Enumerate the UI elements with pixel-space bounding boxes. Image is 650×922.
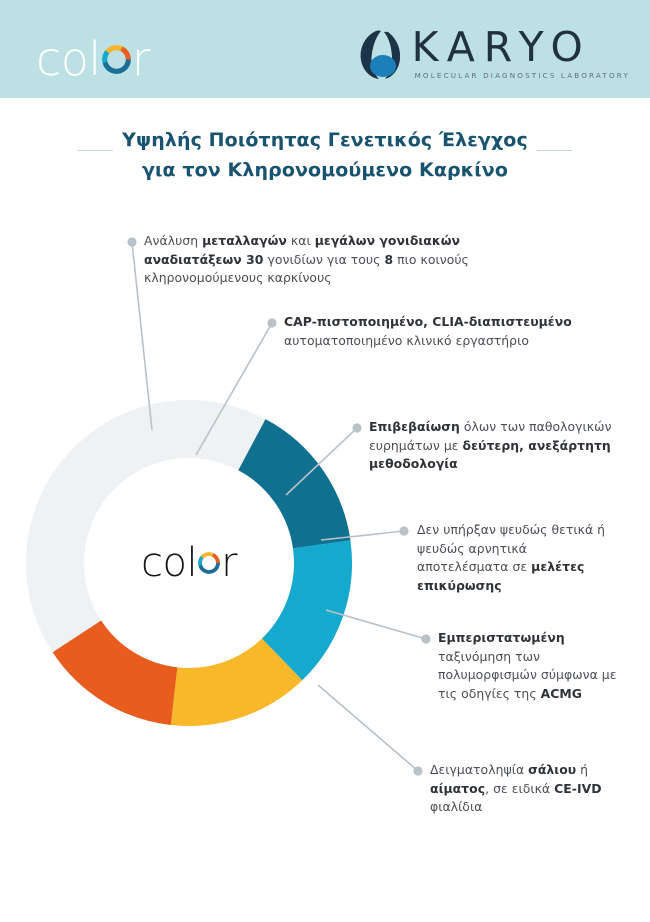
callout-no-false-results: Δεν υπήρξαν ψευδώς θετικά ή ψευδώς αρνητ… <box>417 522 606 593</box>
connector-dot-6 <box>413 766 423 776</box>
connector-dot-4 <box>399 526 409 536</box>
donut-segment-yellow <box>170 637 303 726</box>
karyo-text: KARYO MOLECULAR DIAGNOSTICS LABORATORY <box>411 23 630 81</box>
color-ring-o-icon <box>101 44 131 74</box>
page-title: Υψηλής Ποιότητας Γενετικός Έλεγχος για τ… <box>0 126 650 184</box>
color-wordmark-suffix: r <box>131 32 151 86</box>
connector-dot-5 <box>421 634 431 644</box>
connector-dot-1 <box>127 237 137 247</box>
donut-segment-orange <box>52 619 179 725</box>
karyo-wordmark: KARYO <box>411 23 592 71</box>
karyo-logo: KARYO MOLECULAR DIAGNOSTICS LABORATORY <box>358 27 630 81</box>
connector-dot-2 <box>267 318 277 328</box>
callout-sampling: Δειγματοληψία σάλιου ή αίματος, σε ειδικ… <box>430 762 602 815</box>
donut-segment-dark-teal <box>237 419 351 550</box>
callout-mutation-analysis: Ανάλυση μεταλλαγών και μεγάλων γονιδιακώ… <box>144 233 469 286</box>
karyo-cell-icon <box>360 30 400 80</box>
page-title-line-2: για τον Κληρονομούμενο Καρκίνο <box>133 156 517 184</box>
page-title-line-1: Υψηλής Ποιότητας Γενετικός Έλεγχος <box>113 126 537 154</box>
donut-chart-svg <box>26 400 352 726</box>
color-wordmark-prefix: col <box>36 32 101 86</box>
karyo-tagline: MOLECULAR DIAGNOSTICS LABORATORY <box>414 71 630 80</box>
callout-confirmation: Επιβεβαίωση όλων των παθολογικών ευρημάτ… <box>369 419 612 472</box>
donut-segment-cyan <box>261 540 352 681</box>
callout-cap-clia: CAP-πιστοποιημένο, CLIA-διαπιστευμένο αυ… <box>284 314 572 348</box>
callout-acmg-classification: Εμπεριστατωμένη ταξινόμηση των πολυμορφι… <box>438 630 617 701</box>
